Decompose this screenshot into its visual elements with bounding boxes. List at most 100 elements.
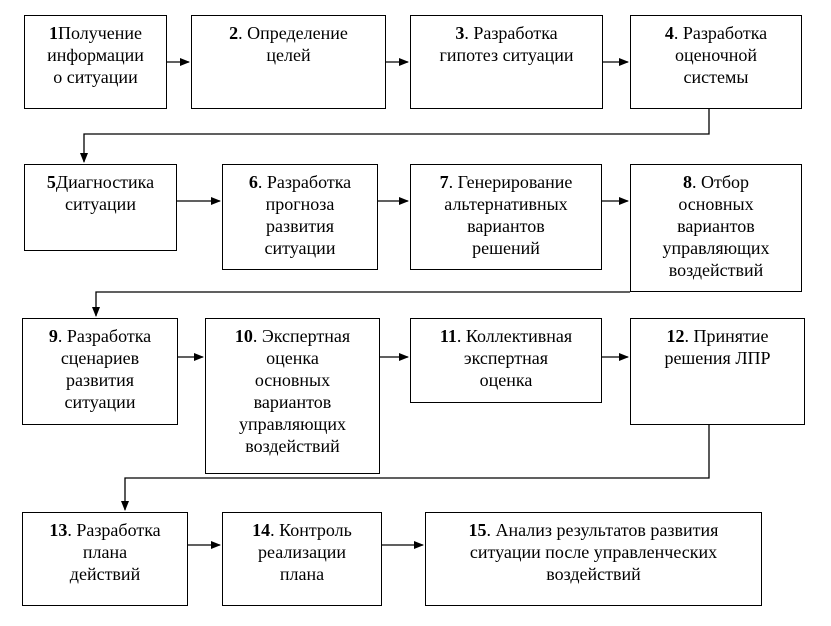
step-label-text: Разработка xyxy=(266,172,352,192)
step-number-separator: . xyxy=(464,23,474,43)
step-label-line: гипотез ситуации xyxy=(439,45,574,65)
step-label-text: Определение xyxy=(247,23,348,43)
step-number: 7 xyxy=(439,172,449,192)
step-label-line: развития xyxy=(265,216,334,236)
step-number: 14 xyxy=(252,520,271,540)
step-label-text: Диагностика xyxy=(55,172,155,192)
step-label-line: ситуации xyxy=(64,392,136,412)
step-label-text: Разработка xyxy=(66,326,152,346)
step-number: 13 xyxy=(49,520,68,540)
step-label-line: вариантов xyxy=(253,392,332,412)
step-3-first-line: 3. Разработка xyxy=(411,22,602,44)
arrow-8-to-9 xyxy=(92,291,630,317)
step-number: 10 xyxy=(234,326,253,346)
step-number: 9 xyxy=(48,326,58,346)
step-5-first-line: 5Диагностика xyxy=(25,171,176,193)
step-label-line: основных xyxy=(678,194,754,214)
step-label-line: вариантов xyxy=(467,216,545,236)
step-label-line: управляющих xyxy=(238,414,347,434)
step-label-text: Контроль xyxy=(279,520,352,540)
step-12-first-line: 12. Принятие xyxy=(631,325,804,347)
step-label-line: системы xyxy=(683,67,749,87)
step-label-line: воздействий xyxy=(245,436,340,456)
step-label-line: прогноза xyxy=(265,194,335,214)
step-number: 5 xyxy=(46,172,56,192)
arrow-4-to-5 xyxy=(80,109,710,163)
step-label-line: ситуации xyxy=(264,238,336,258)
step-label-line: управляющих xyxy=(662,238,770,258)
step-label-line: развития xyxy=(65,370,134,390)
step-label-text: Разработка xyxy=(682,23,768,43)
step-label-text: Принятие xyxy=(693,326,769,346)
step-number: 12 xyxy=(666,326,685,346)
step-label-line: решений xyxy=(472,238,540,258)
step-label-line: экспертная xyxy=(463,348,549,368)
step-number-separator: . xyxy=(67,520,77,540)
step-label-line: оценочной xyxy=(674,45,758,65)
step-1-first-line: 1Получение xyxy=(25,22,166,44)
step-label-text: Генерирование xyxy=(457,172,573,192)
step-label-line: оценка xyxy=(479,370,533,390)
step-14-first-line: 14. Контроль xyxy=(223,519,381,541)
step-9-first-line: 9. Разработка xyxy=(23,325,177,347)
step-number: 8 xyxy=(682,172,692,192)
step-10-first-line: 10. Экспертная xyxy=(206,325,379,347)
step-number: 6 xyxy=(248,172,258,192)
step-label-text: Разработка xyxy=(76,520,161,540)
step-label-text: Получение xyxy=(57,23,143,43)
step-label-text: Анализ результатов развития xyxy=(495,520,719,540)
step-label-line: о ситуации xyxy=(53,67,138,87)
step-label-text: Коллективная xyxy=(465,326,573,346)
step-15-first-line: 15. Анализ результатов развития xyxy=(426,519,761,541)
step-number: 15 xyxy=(468,520,487,540)
step-2-first-line: 2. Определение xyxy=(192,22,385,44)
step-number-separator: . xyxy=(684,326,694,346)
step-label-line: оценка xyxy=(266,348,319,368)
step-label-line: сценариев xyxy=(60,348,140,368)
step-4-first-line: 4. Разработка xyxy=(631,22,801,44)
step-label-line: решения ЛПР xyxy=(664,348,771,368)
step-8-first-line: 8. Отбор xyxy=(631,171,801,193)
step-number: 11 xyxy=(439,326,457,346)
arrow-12-to-13 xyxy=(121,425,710,511)
step-label-line: плана xyxy=(279,564,325,584)
step-13-first-line: 13. Разработка xyxy=(23,519,187,541)
step-label-line: альтернативных xyxy=(444,194,568,214)
step-6-first-line: 6. Разработка xyxy=(223,171,377,193)
step-7-first-line: 7. Генерирование xyxy=(411,171,601,193)
step-label-line: воздействий xyxy=(546,564,641,584)
step-label-line: действий xyxy=(69,564,141,584)
step-number-separator: . xyxy=(691,172,701,192)
step-number: 2 xyxy=(229,23,239,43)
step-number: 3 xyxy=(455,23,465,43)
step-number-separator: . xyxy=(456,326,466,346)
step-label-line: основных xyxy=(254,370,331,390)
step-label-line: воздействий xyxy=(668,260,764,280)
step-label-line: плана xyxy=(82,542,128,562)
step-number-separator: . xyxy=(252,326,262,346)
step-number-separator: . xyxy=(238,23,248,43)
step-label-line: ситуации после управленческих xyxy=(469,542,718,562)
step-number-separator: . xyxy=(673,23,683,43)
step-number-separator: . xyxy=(257,172,267,192)
step-number-separator: . xyxy=(57,326,67,346)
step-label-line: информации xyxy=(47,45,144,65)
step-label-text: Экспертная xyxy=(261,326,351,346)
